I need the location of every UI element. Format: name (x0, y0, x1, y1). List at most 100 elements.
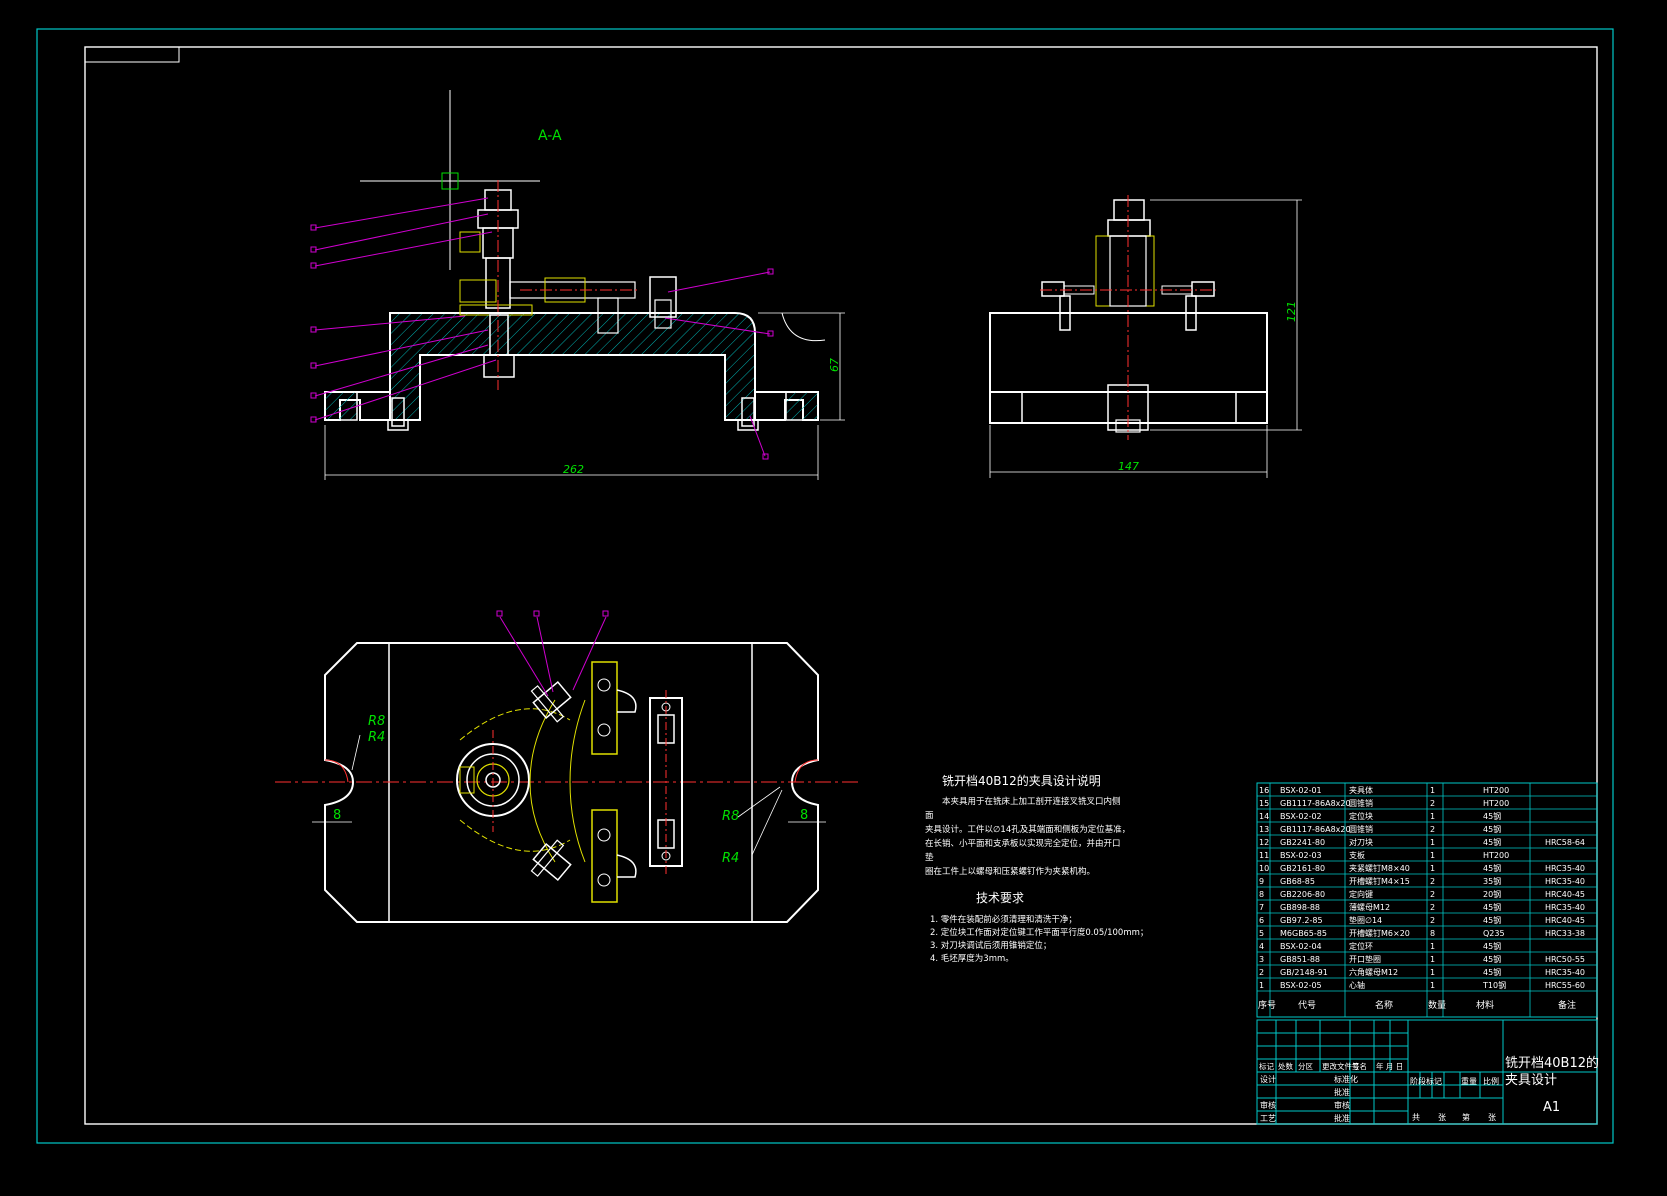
bom-code: GB68-85 (1280, 877, 1315, 886)
bom-code: GB898-88 (1280, 903, 1320, 912)
bom-note: HRC35-40 (1545, 903, 1585, 912)
bom-material: 45钢 (1483, 941, 1501, 951)
bom-qty: 1 (1430, 968, 1435, 977)
tech-line: 2. 定位块工作面对定位键工作平面平行度0.05/100mm； (930, 927, 1148, 938)
bom-no: 16 (1259, 786, 1269, 795)
bom-no: 7 (1259, 903, 1264, 912)
bom-qty: 1 (1430, 955, 1435, 964)
bom-note: HRC58-64 (1545, 838, 1585, 847)
bom-header-code: 代号 (1298, 1000, 1316, 1011)
bom-qty: 1 (1430, 851, 1435, 860)
fixture-body-section (389, 312, 756, 421)
dim-r4-right: R4 (722, 851, 739, 866)
bom-no: 9 (1259, 877, 1264, 886)
bom-code: GB851-88 (1280, 955, 1320, 964)
bom-qty: 1 (1430, 942, 1435, 951)
bom-no: 8 (1259, 890, 1264, 899)
dim-r8-left: R8 (368, 714, 385, 729)
bom-code: BSX-02-02 (1280, 812, 1322, 821)
bom-material: Q235 (1483, 929, 1505, 938)
bom-name: 六角螺母M12 (1349, 967, 1398, 977)
tb-stage-label: 比例 (1483, 1076, 1499, 1086)
sheet-size: A1 (1543, 1100, 1560, 1115)
bom-material: 45钢 (1483, 954, 1501, 964)
notes-line: 在长销、小平面和支承板以实现完全定位，并由开口 (925, 838, 1121, 849)
bom-material: 20钢 (1483, 889, 1501, 899)
bom-no: 6 (1259, 916, 1264, 925)
tb-role-mid: 批准 (1334, 1113, 1350, 1123)
bom-note: HRC35-40 (1545, 877, 1585, 886)
bom-header-name: 名称 (1375, 999, 1393, 1011)
notes-line: 圈在工件上以螺母和压紧螺钉作为夹紧机构。 (925, 866, 1095, 877)
bom-header-note: 备注 (1558, 999, 1576, 1011)
bom-material: T10钢 (1482, 980, 1506, 990)
bom-name: 开口垫圈 (1349, 954, 1381, 964)
bom-code: BSX-02-04 (1280, 942, 1322, 951)
bom-qty: 1 (1430, 981, 1435, 990)
tb-sheet-label: 张 (1488, 1113, 1496, 1122)
bom-header-material: 材料 (1476, 999, 1494, 1011)
notes-line: 垫 (925, 852, 934, 863)
bom-material: 45钢 (1483, 967, 1501, 977)
bom-header: 序号代号名称数量材料备注 (1258, 999, 1576, 1011)
bom-code: GB2241-80 (1280, 838, 1325, 847)
bom-qty: 1 (1430, 838, 1435, 847)
bom-code: GB/2148-91 (1280, 968, 1328, 977)
bom-no: 13 (1259, 825, 1269, 834)
bom-note: HRC35-40 (1545, 864, 1585, 873)
notes-lines: 本夹具用于在铣床上加工剖开连接叉铣叉口内侧面夹具设计。工件以∅14孔及其端面和侧… (925, 796, 1130, 877)
tb-role-mid: 标准化 (1334, 1074, 1358, 1084)
tech-requirements-title: 技术要求 (976, 891, 1024, 905)
tech-line: 4. 毛坯厚度为3mm。 (930, 953, 1014, 964)
bom-no: 14 (1259, 812, 1269, 821)
plan-view: R8 R4 R8 R4 8 8 (275, 610, 860, 923)
bom-code: GB97.2-85 (1280, 916, 1323, 925)
dim-r4-left: R4 (368, 730, 385, 745)
bom-code: GB1117-86A8x20 (1280, 799, 1351, 808)
bom-material: 45钢 (1483, 837, 1501, 847)
dim-front-width: 262 (563, 463, 584, 476)
bom-qty: 2 (1430, 903, 1435, 912)
bom-name: 薄螺母M12 (1349, 902, 1390, 912)
bom-note: HRC50-55 (1545, 955, 1585, 964)
bom-code: BSX-02-05 (1280, 981, 1322, 990)
bom-material: 45钢 (1483, 863, 1501, 873)
bom-name: 圆锥销 (1349, 798, 1373, 808)
tb-role-left: 审核 (1260, 1100, 1276, 1110)
dim-side-height: 121 (1285, 301, 1298, 322)
bom-no: 5 (1259, 929, 1264, 938)
bom-header-qty: 数量 (1428, 999, 1446, 1011)
bom-code: GB2206-80 (1280, 890, 1325, 899)
bom-no: 3 (1259, 955, 1264, 964)
tb-header: 年 月 日 (1376, 1061, 1403, 1071)
dim-slot-right: 8 (800, 808, 808, 823)
bom-qty: 1 (1430, 812, 1435, 821)
bom-material: 45钢 (1483, 824, 1501, 834)
bom-name: 定位环 (1349, 941, 1373, 951)
bom-qty: 1 (1430, 864, 1435, 873)
bom-name: 开槽螺钉M6×20 (1349, 928, 1410, 938)
bom-name: 定向键 (1349, 889, 1373, 899)
section-view-a-a: A-A (310, 90, 845, 480)
bom-name: 夹具体 (1349, 785, 1373, 795)
bom-material: 45钢 (1483, 915, 1501, 925)
tb-header: 更改文件号 (1322, 1061, 1360, 1071)
drawing-frame (84, 46, 1598, 1125)
notes-title: 铣开档40B12的夹具设计说明 (942, 773, 1101, 788)
bom-name: 圆锥销 (1349, 824, 1373, 834)
bom-no: 15 (1259, 799, 1269, 808)
title-line-1: 铣开档40B12的 (1505, 1055, 1599, 1071)
tb-header: 签名 (1352, 1061, 1367, 1071)
tech-line: 1. 零件在装配前必须清理和清洗干净； (930, 914, 1077, 925)
notes-line: 面 (925, 811, 934, 821)
dim-front-height: 67 (828, 358, 841, 372)
bom-no: 11 (1259, 851, 1269, 860)
